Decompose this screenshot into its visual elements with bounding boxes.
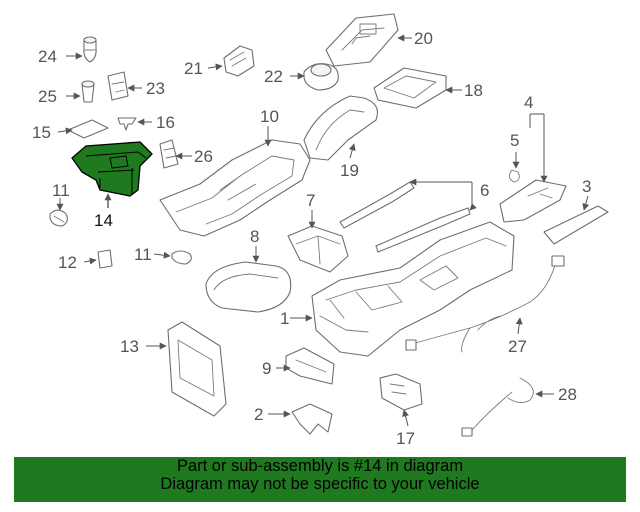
part-10-console-trim[interactable] [159,139,311,237]
callout-4[interactable]: 4 [524,93,533,112]
callout-5[interactable]: 5 [510,131,519,150]
callout-26[interactable]: 26 [194,147,213,166]
part-11-grommet-b[interactable] [171,250,192,265]
banner-line-1: Part or sub-assembly is #14 in diagram [176,457,464,475]
callout-23[interactable]: 23 [146,79,165,98]
part-22-knob[interactable] [303,63,339,91]
part-14-tray-highlighted[interactable] [71,141,153,197]
part-15-mat[interactable] [67,119,109,139]
callout-17[interactable]: 17 [396,429,415,448]
part-24-knob[interactable] [83,36,97,63]
part-8-armrest-lid[interactable] [205,261,292,313]
part-9-panel[interactable] [285,347,335,385]
banner-line-2: Diagram may not be specific to your vehi… [160,475,480,493]
part-11-grommet-a[interactable] [49,209,68,227]
callout-3[interactable]: 3 [582,177,591,196]
callout-labels: 24 25 23 15 16 26 11 14 12 11 21 22 20 1… [32,29,591,448]
parts-diagram: 24 25 23 15 16 26 11 14 12 11 21 22 20 1… [32,13,609,448]
part-4-side-panel[interactable] [499,179,567,223]
part-6-side-trim[interactable] [339,181,471,253]
part-18-tray[interactable] [373,67,447,109]
part-27-wire-harness[interactable] [405,255,565,353]
part-20-shifter-bezel[interactable] [325,13,399,67]
leader-lines [56,34,590,427]
part-5-spring[interactable] [509,169,520,183]
part-17-switch-panel[interactable] [379,373,423,411]
callout-21[interactable]: 21 [184,59,203,78]
callout-16[interactable]: 16 [156,113,175,132]
part-26-bracket[interactable] [159,139,179,169]
part-3-trim-strip[interactable] [543,205,609,245]
callout-18[interactable]: 18 [464,81,483,100]
callout-15[interactable]: 15 [32,123,51,142]
callout-8[interactable]: 8 [250,227,259,246]
callout-12[interactable]: 12 [58,253,77,272]
callout-28[interactable]: 28 [558,385,577,404]
info-banner: Part or sub-assembly is #14 in diagram D… [14,457,626,502]
part-19-trim-strip[interactable] [303,95,379,161]
callout-6[interactable]: 6 [480,181,489,200]
callout-19[interactable]: 19 [340,161,359,180]
callout-11-a[interactable]: 11 [52,181,70,200]
part-7-armrest-base[interactable] [287,225,349,273]
part-28-cable[interactable] [461,377,534,437]
callout-9[interactable]: 9 [262,359,271,378]
part-12-clip[interactable] [97,249,113,269]
part-16-clip[interactable] [117,117,137,131]
callout-22[interactable]: 22 [264,67,283,86]
callout-20[interactable]: 20 [414,29,433,48]
callout-24[interactable]: 24 [38,47,57,66]
callout-1[interactable]: 1 [280,309,289,328]
part-23-bracket[interactable] [107,71,129,101]
callout-14-highlighted[interactable]: 14 [94,211,113,230]
part-21-switch[interactable] [223,45,255,77]
part-2-bracket[interactable] [291,403,333,435]
callout-7[interactable]: 7 [306,191,315,210]
part-13-rear-panel[interactable] [167,321,227,417]
callout-11-b[interactable]: 11 [134,245,152,264]
callout-10[interactable]: 10 [260,107,279,126]
part-1-center-console[interactable] [311,221,515,357]
callout-2[interactable]: 2 [254,405,263,424]
callout-13[interactable]: 13 [120,337,139,356]
callout-27[interactable]: 27 [508,337,527,356]
part-25-cap[interactable] [81,80,95,103]
callout-25[interactable]: 25 [38,87,57,106]
